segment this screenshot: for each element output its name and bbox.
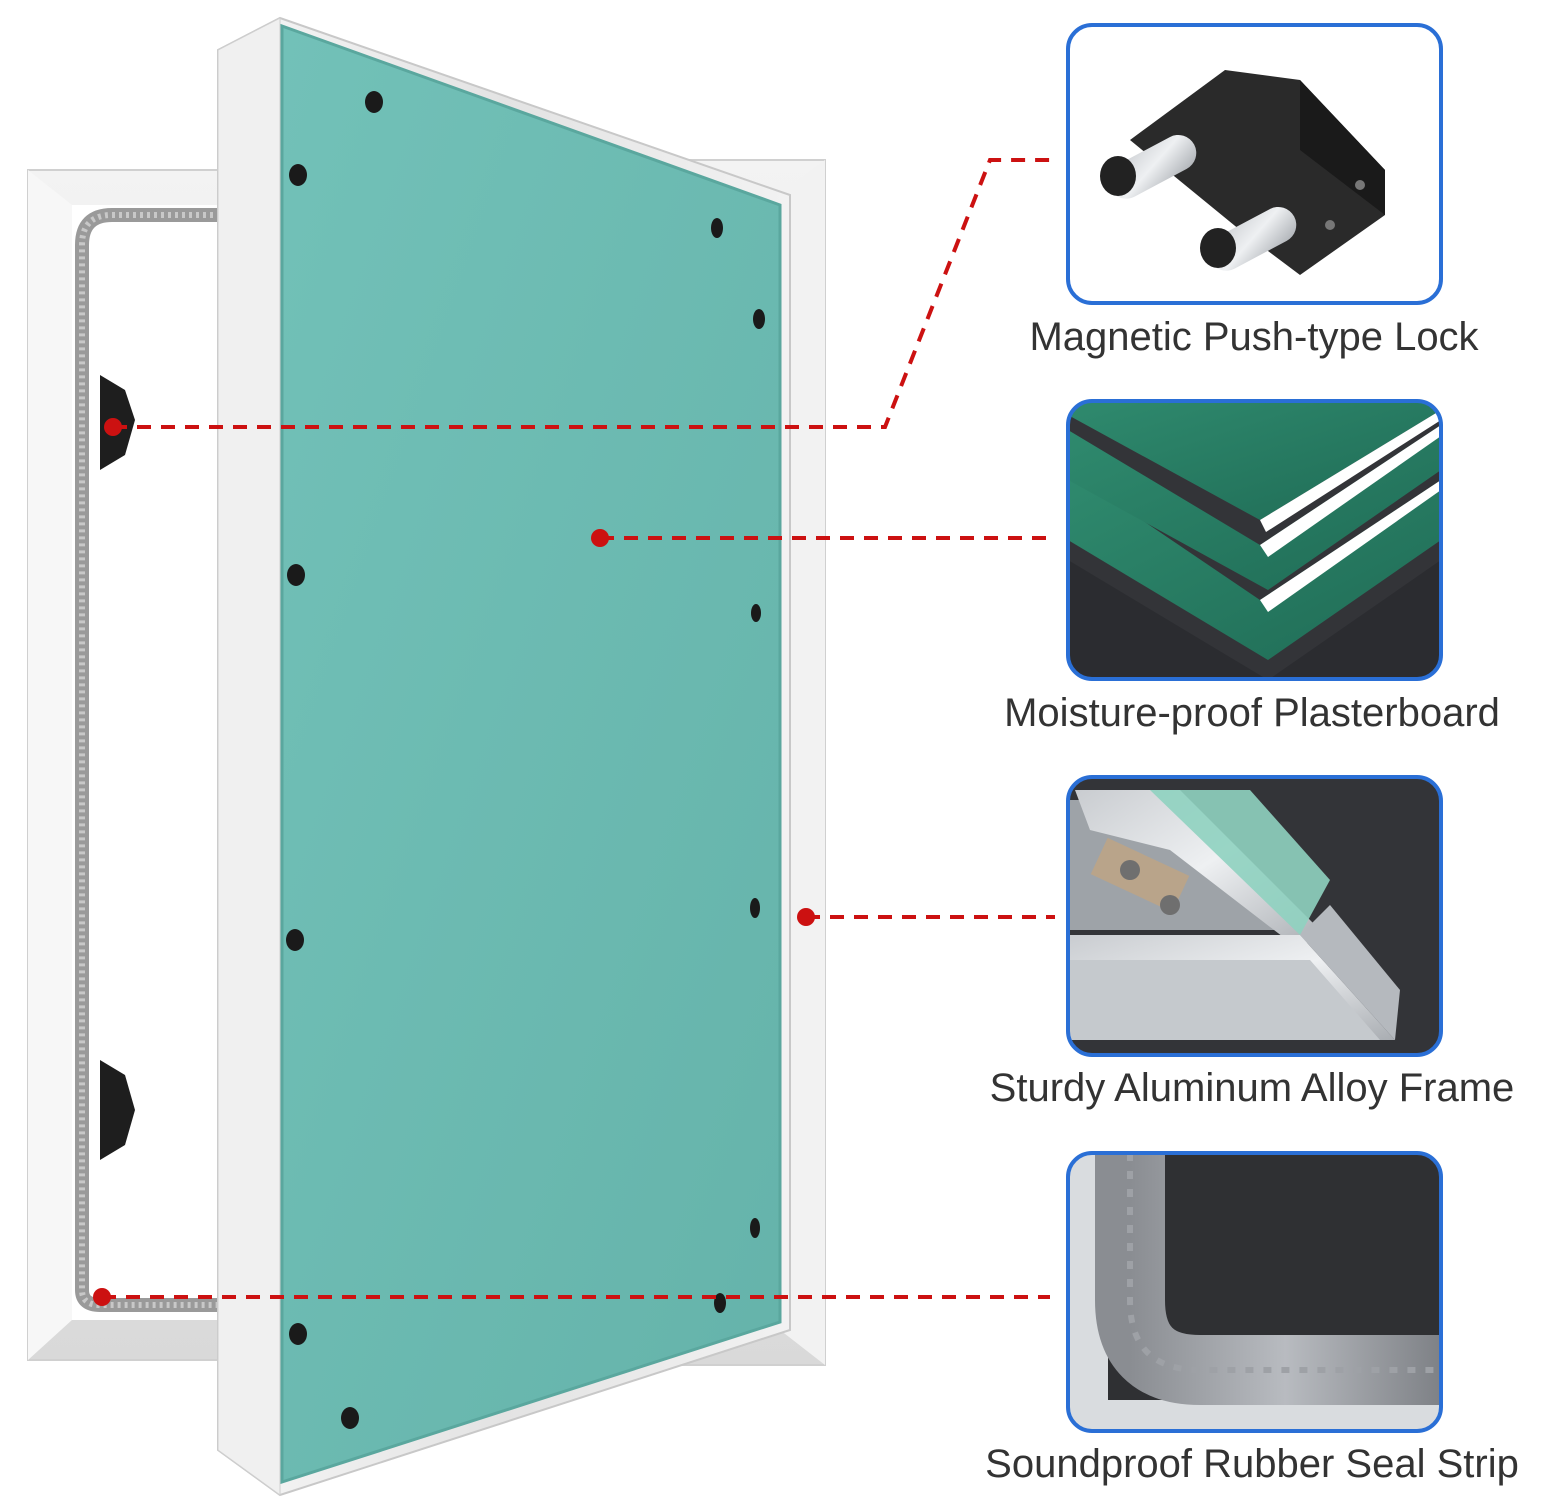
callout-lines [102,158,1058,1299]
rubber-seal-icon [1068,1153,1441,1431]
feature-caption-frame: Sturdy Aluminum Alloy Frame [990,1066,1515,1110]
feature-tile-rubber-seal [1066,1151,1443,1433]
feature-caption-plasterboard: Moisture-proof Plasterboard [1004,691,1500,735]
aluminum-frame-corner-icon [1068,777,1441,1055]
feature-caption-lock: Magnetic Push-type Lock [1029,315,1479,359]
magnetic-lock-icon [1100,70,1385,275]
feature-tile-magnetic-lock [1066,23,1443,305]
feature-caption-seal: Soundproof Rubber Seal Strip [985,1442,1519,1486]
screw-holes [286,91,765,1429]
frame-lock-bottom [100,1060,135,1160]
callout-dots [93,418,815,1306]
plasterboard-layers-icon [1068,401,1441,679]
callout-line-lock [113,158,1058,429]
access-door [217,16,791,1497]
feature-tile-plasterboard [1066,399,1443,681]
feature-tile-aluminum-frame [1066,775,1443,1057]
